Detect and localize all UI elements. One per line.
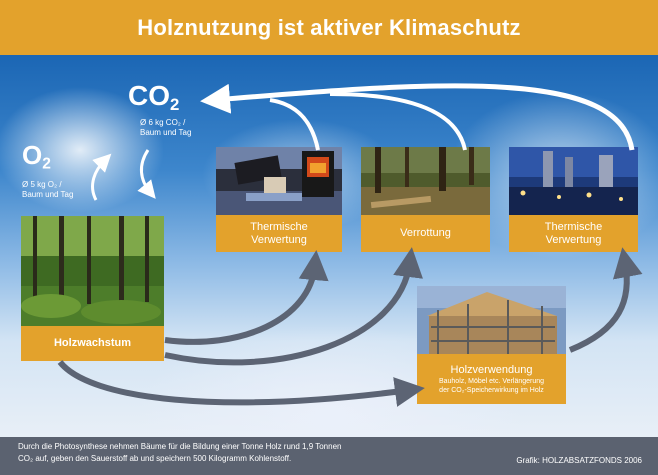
footer-caption-line1: Durch die Photosynthese nehmen Bäume für…: [18, 442, 342, 451]
footer-credit: Grafik: HOLZABSATZFONDS 2006: [516, 456, 642, 465]
footer: Durch die Photosynthese nehmen Bäume für…: [0, 437, 658, 475]
forest-photo: [21, 216, 164, 326]
co2-uptake-arrow: [137, 149, 156, 199]
o2-release-arrow: [91, 153, 112, 201]
arrow-to-verrottung: [164, 247, 423, 366]
card-holzwachstum: Holzwachstum: [21, 326, 164, 361]
co2-note-line2: Baum und Tag: [140, 128, 192, 137]
fireplace-photo: [216, 147, 342, 215]
co2-return-arrow-verrottung: [329, 92, 467, 151]
forest-floor-photo: [361, 147, 490, 215]
card-label-line1: Thermische: [250, 220, 308, 233]
power-plant-photo: [509, 147, 638, 215]
title-bar: Holznutzung ist aktiver Klimaschutz: [0, 0, 658, 55]
card-label-line2: Verwertung: [545, 233, 602, 246]
card-verrottung: Verrottung: [361, 215, 490, 252]
footer-caption: Durch die Photosynthese nehmen Bäume für…: [18, 441, 458, 465]
card-thermische-verwertung-2: Thermische Verwertung: [509, 215, 638, 252]
co2-return-arrow-thermisch: [269, 98, 320, 151]
footer-caption-line2: CO₂ auf, geben den Sauerstoff ab und spe…: [18, 454, 292, 463]
card-thermische-verwertung-1: Thermische Verwertung: [216, 215, 342, 252]
co2-label: CO2: [128, 80, 179, 115]
arrow-to-holzverwendung: [57, 360, 425, 407]
co2-return-arrow-main: [200, 83, 635, 151]
o2-note: Ø 5 kg O₂ / Baum und Tag: [22, 180, 73, 200]
arrow-to-thermisch-1: [164, 250, 329, 345]
o2-note-line1: Ø 5 kg O₂ /: [22, 180, 62, 189]
card-label-line1: Thermische: [544, 220, 603, 233]
card-note-line1: Bauholz, Möbel etc. Verlängerung: [438, 377, 545, 385]
o2-label: O2: [22, 140, 51, 174]
o2-subscript: 2: [42, 155, 51, 173]
o2-text: O: [22, 140, 43, 170]
o2-note-line2: Baum und Tag: [22, 190, 74, 199]
co2-text: CO: [128, 80, 170, 111]
co2-note-line1: Ø 6 kg CO₂ /: [140, 118, 186, 127]
card-note-line2: der CO₂-Speicherwirkung im Holz: [439, 386, 544, 394]
card-holzverwendung: Holzverwendung Bauholz, Möbel etc. Verlä…: [417, 354, 566, 404]
co2-subscript: 2: [170, 95, 180, 114]
card-label-line1: Verrottung: [400, 227, 451, 239]
card-label-line2: Verwertung: [251, 233, 307, 246]
page-title: Holznutzung ist aktiver Klimaschutz: [137, 14, 521, 40]
card-heading: Holzverwendung: [450, 363, 533, 376]
card-label-line1: Holzwachstum: [53, 337, 131, 349]
co2-note: Ø 6 kg CO₂ / Baum und Tag: [140, 118, 191, 138]
construction-photo: [417, 286, 566, 354]
arrow-to-thermisch-2: [568, 247, 643, 353]
